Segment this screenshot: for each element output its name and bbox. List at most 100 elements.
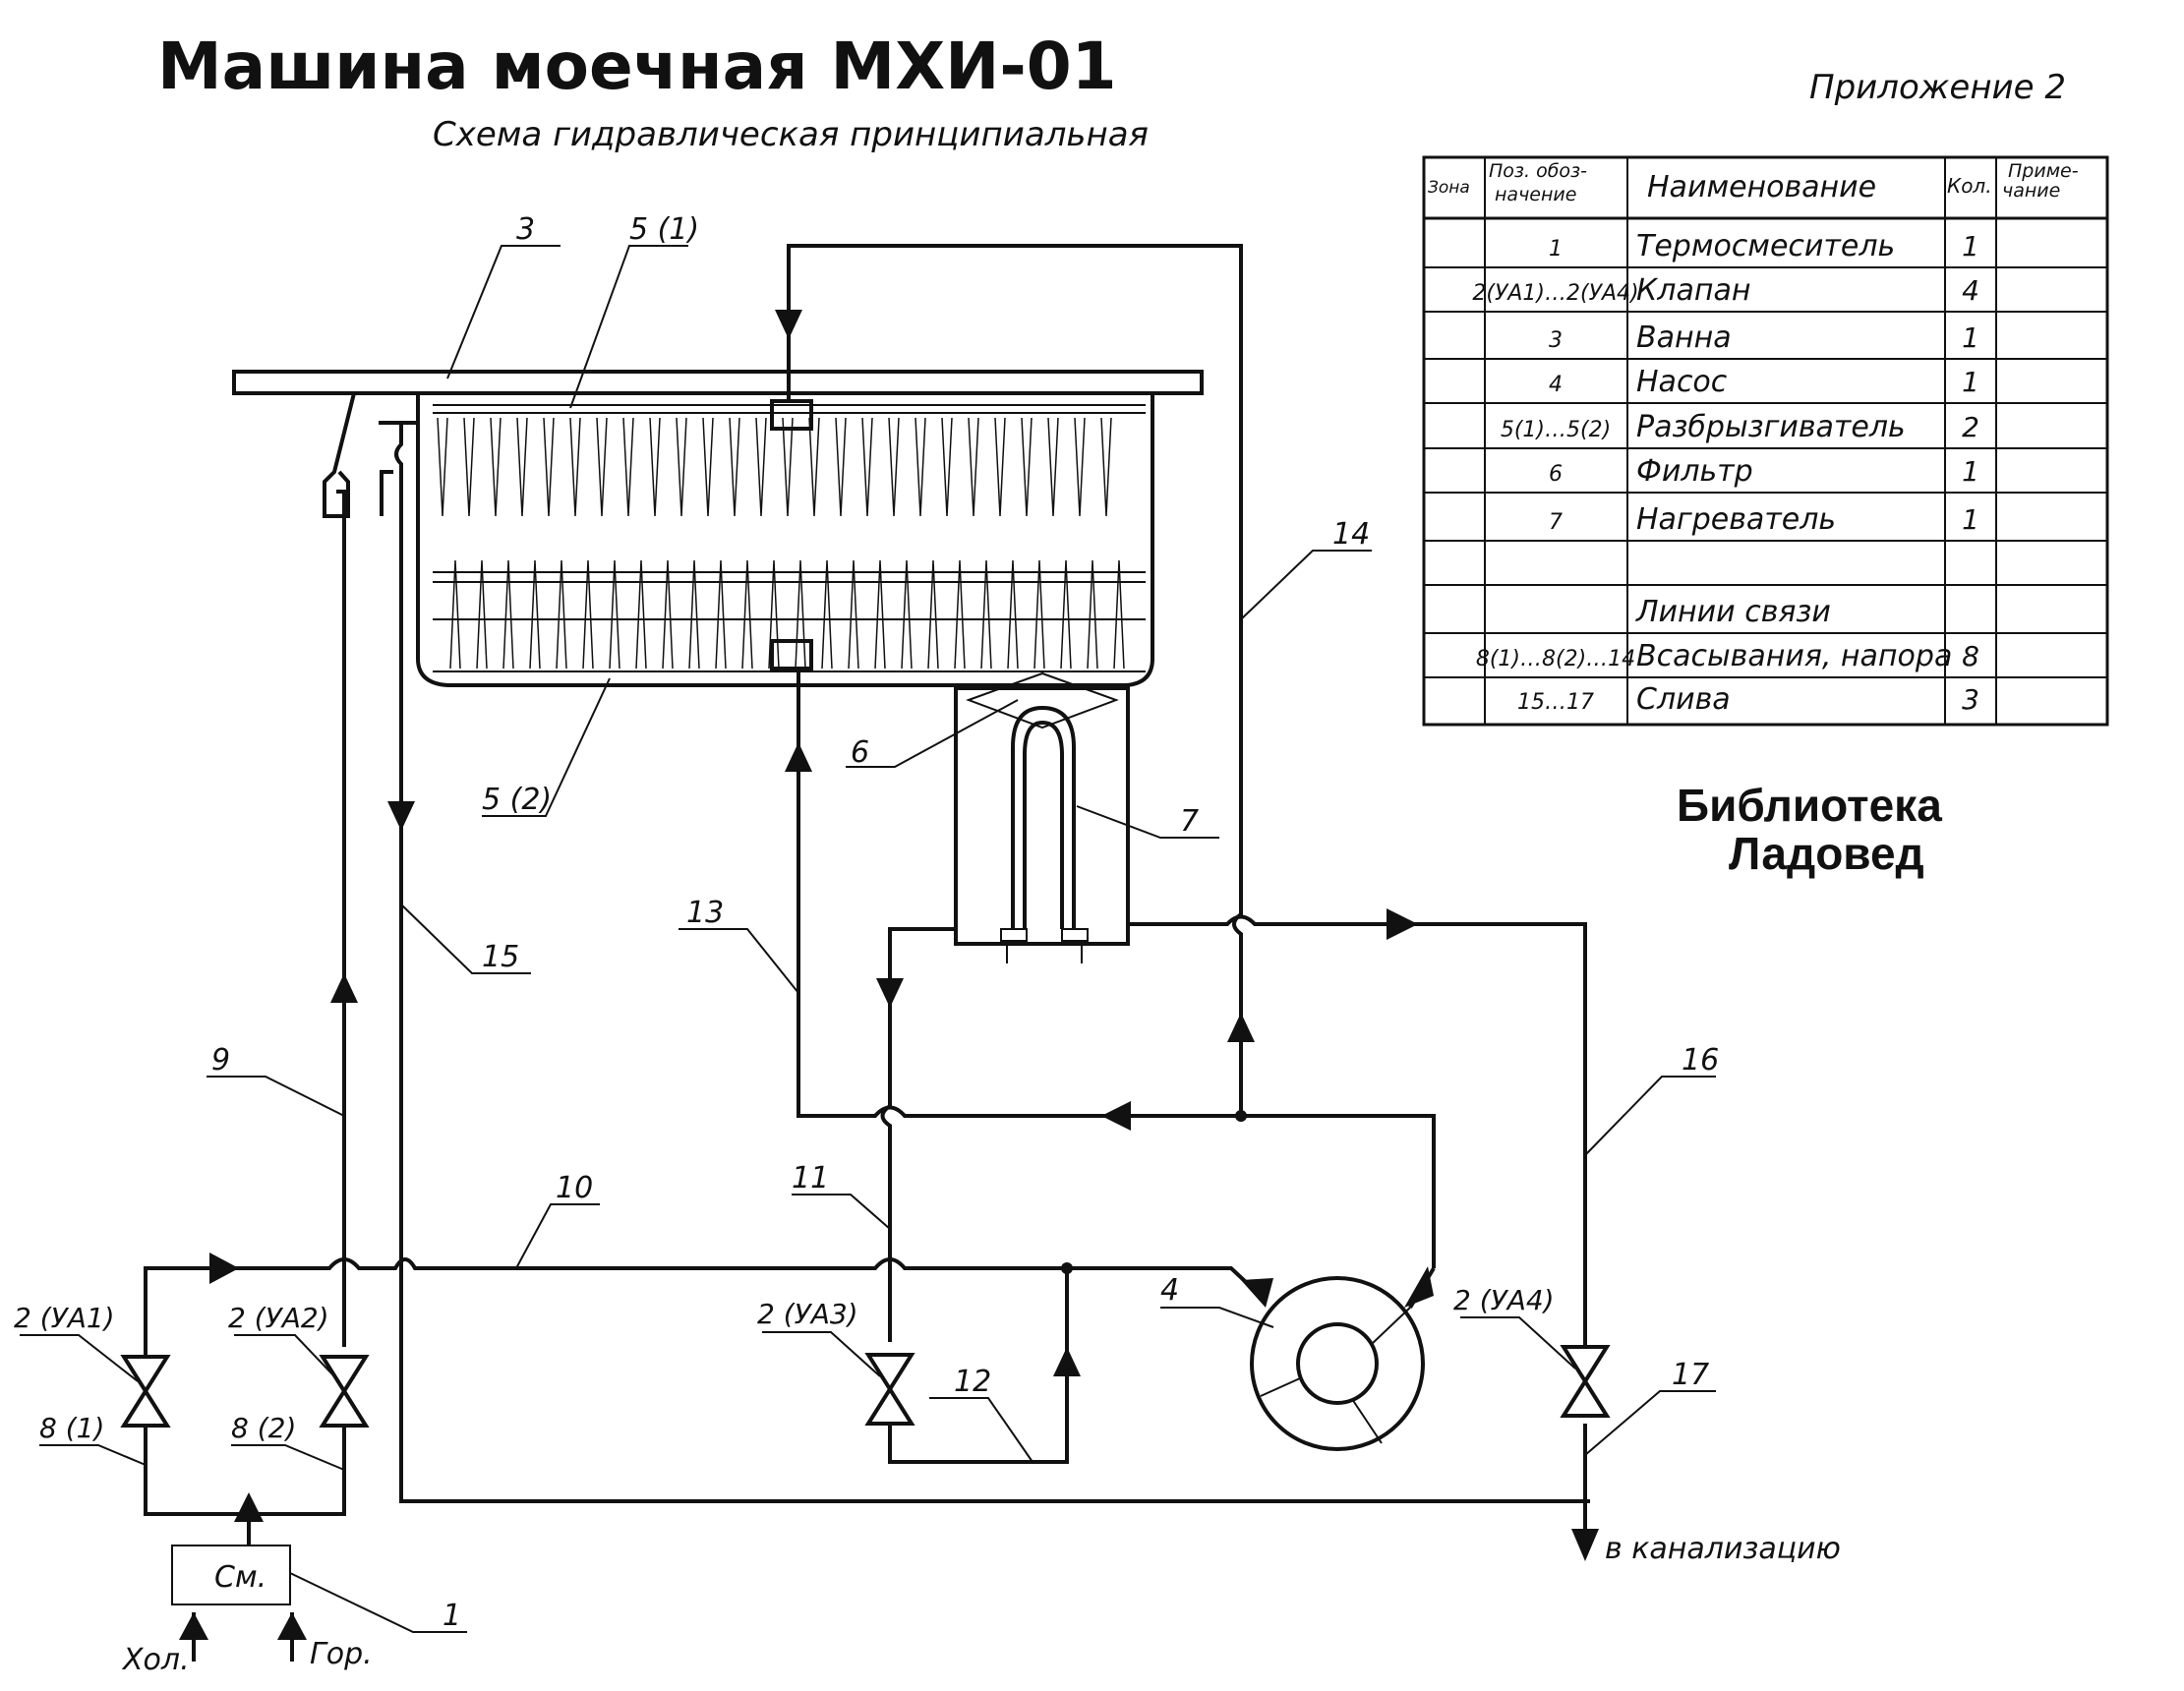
- spray-cone-lower: [795, 559, 806, 670]
- appendix-label: Приложение 2: [1809, 68, 2066, 107]
- callout-16: 16: [1682, 1043, 1719, 1078]
- spray-cone-lower: [1060, 559, 1072, 670]
- spray-cone-lower: [901, 559, 913, 670]
- callout-15: 15: [482, 940, 519, 974]
- spray-cone-upper: [1021, 417, 1033, 517]
- valve-ua3: [864, 1353, 915, 1426]
- table-cell-qty: 1: [1962, 503, 1979, 536]
- library-line-2: Ладовед: [1729, 828, 1924, 879]
- spray-cone-upper: [490, 417, 502, 517]
- spray-cone-upper: [729, 417, 740, 517]
- spray-cone-upper: [808, 417, 820, 517]
- spray-cone-lower: [662, 559, 674, 670]
- table-cell-name: Разбрызгиватель: [1636, 410, 1906, 444]
- arrow-line10: [209, 1253, 239, 1284]
- pipelines: [144, 244, 1590, 1662]
- spray-cone-upper: [1047, 417, 1059, 517]
- table-cell-pos: 5(1)…5(2): [1501, 418, 1611, 442]
- arrow-line14-up: [1227, 1013, 1255, 1042]
- arrow-line11: [876, 978, 904, 1008]
- callout-13: 13: [686, 896, 724, 930]
- spray-cone-upper: [915, 417, 926, 517]
- spray-cone-upper: [1100, 417, 1112, 517]
- spray-cone-upper: [596, 417, 608, 517]
- table-cell-qty: 4: [1962, 274, 1979, 307]
- arrow-hot-in: [277, 1612, 307, 1640]
- tank-bath: [232, 370, 1204, 687]
- callout-valve-ua4: 2 (УА4): [1453, 1284, 1555, 1316]
- valve-ua2: [319, 1355, 370, 1428]
- arrow-pump-out: [1404, 1266, 1434, 1308]
- callout-10: 10: [556, 1171, 593, 1205]
- table-cell-qty: 2: [1962, 411, 1979, 443]
- spray-cone-upper: [622, 417, 634, 517]
- table-cell-pos: 7: [1549, 510, 1563, 535]
- header-pos-1: Поз. обоз-: [1489, 160, 1587, 182]
- callout-8-1: 8 (1): [39, 1412, 104, 1444]
- table-cell-qty: 3: [1962, 683, 1979, 716]
- callout-valve-ua1: 2 (УА1): [14, 1302, 115, 1334]
- spray-cone-lower: [529, 559, 541, 670]
- table-cell-name: Линии связи: [1635, 595, 1831, 629]
- table-cell-qty: 1: [1962, 366, 1979, 398]
- spray-cone-upper: [835, 417, 847, 517]
- table-cell-pos: 1: [1549, 237, 1563, 262]
- table-cell-name: Термосмеситель: [1636, 229, 1895, 263]
- spray-cone-lower: [715, 559, 727, 670]
- spray-cone-lower: [556, 559, 567, 670]
- spray-cone-upper: [861, 417, 873, 517]
- spray-cone-upper: [941, 417, 953, 517]
- table-cell-name: Всасывания, напора: [1636, 639, 1952, 673]
- arrow-line9: [330, 973, 358, 1003]
- callout-11: 11: [792, 1161, 829, 1195]
- arrow-line14-down: [775, 310, 802, 339]
- spray-cone-upper: [888, 417, 900, 517]
- callout-4: 4: [1160, 1273, 1179, 1308]
- spray-cone-upper: [437, 417, 448, 517]
- spray-cone-lower: [741, 559, 753, 670]
- header-note-2: чание: [2002, 180, 2060, 202]
- table-cell-pos: 15…17: [1517, 690, 1594, 715]
- spray-cone-upper: [994, 417, 1006, 517]
- spray-cone-lower: [821, 559, 833, 670]
- arrow-line12: [1053, 1347, 1081, 1376]
- spray-cone-upper: [1074, 417, 1086, 517]
- valve-ua4: [1560, 1345, 1611, 1418]
- mixer-label: См.: [214, 1560, 266, 1595]
- table-cell-name: Ванна: [1636, 321, 1732, 355]
- table-cell-pos: 2(УА1)…2(УА4): [1472, 281, 1638, 306]
- spray-cone-lower: [609, 559, 620, 670]
- callout-8-2: 8 (2): [231, 1412, 296, 1444]
- arrow-cold-in: [179, 1612, 208, 1640]
- spray-cone-upper: [516, 417, 528, 517]
- header-note-1: Приме-: [2008, 160, 2079, 182]
- spray-cone-lower: [1007, 559, 1019, 670]
- header-name: Наименование: [1647, 170, 1876, 204]
- spray-cone-lower: [848, 559, 859, 670]
- heater-filter-block: [954, 671, 1130, 963]
- spray-cone-lower: [768, 559, 780, 670]
- page-subtitle: Схема гидравлическая принципиальная: [433, 115, 1149, 154]
- spray-cone-upper: [543, 417, 555, 517]
- arrow-mixer-out: [234, 1492, 264, 1522]
- spray-cone-lower: [449, 559, 461, 670]
- callout-7: 7: [1180, 804, 1199, 839]
- spray-cone-upper: [649, 417, 661, 517]
- table-cell-pos: 4: [1549, 373, 1563, 397]
- table-cell-name: Насос: [1636, 365, 1728, 399]
- spray-cone-lower: [635, 559, 647, 670]
- spec-table: Зона Поз. обоз- начение Наименование Кол…: [1422, 155, 2109, 727]
- table-cell-name: Клапан: [1636, 273, 1750, 308]
- table-cell-qty: 1: [1962, 321, 1979, 354]
- header-pos-2: начение: [1495, 184, 1576, 205]
- spray-cone-lower: [502, 559, 514, 670]
- label-drain: в канализацию: [1605, 1532, 1841, 1566]
- flow-arrows: [179, 310, 1599, 1640]
- arrow-drain: [1571, 1529, 1599, 1561]
- callout-valve-ua3: 2 (УА3): [757, 1298, 858, 1330]
- table-cell-pos: 6: [1549, 462, 1563, 487]
- pump: [1250, 1276, 1425, 1451]
- label-hot: Гор.: [310, 1637, 373, 1671]
- callout-valve-ua2: 2 (УА2): [228, 1302, 329, 1334]
